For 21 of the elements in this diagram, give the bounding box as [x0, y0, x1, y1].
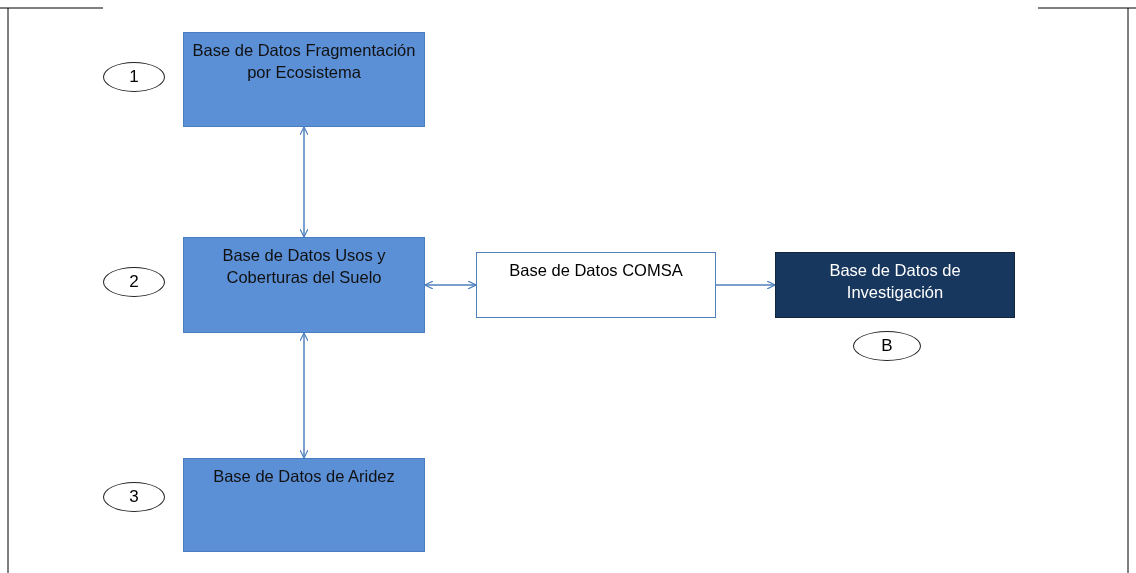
database-box	[183, 237, 425, 333]
database-box	[183, 32, 425, 127]
node-label: Base de Datos Usos y Coberturas del Suelo	[221, 245, 387, 289]
number-oval	[103, 482, 165, 512]
number-oval	[103, 267, 165, 297]
node-label: 2	[129, 270, 139, 293]
arrow	[424, 280, 477, 290]
arrow	[299, 126, 309, 238]
database-box	[183, 458, 425, 552]
node-label: B	[881, 334, 893, 357]
node-label: Base de Datos Fragmentación por Ecosistema	[192, 40, 416, 84]
node-label: 3	[129, 485, 139, 508]
node-label: Base de Datos de Aridez	[213, 466, 395, 487]
node-label: Base de Datos de Investigación	[828, 260, 962, 304]
node-label: Base de Datos COMSA	[509, 260, 683, 281]
database-box	[775, 252, 1015, 318]
node-label: 1	[129, 65, 139, 88]
arrow	[299, 332, 309, 459]
number-oval	[103, 62, 165, 92]
database-box	[476, 252, 716, 318]
arrow	[715, 280, 776, 290]
